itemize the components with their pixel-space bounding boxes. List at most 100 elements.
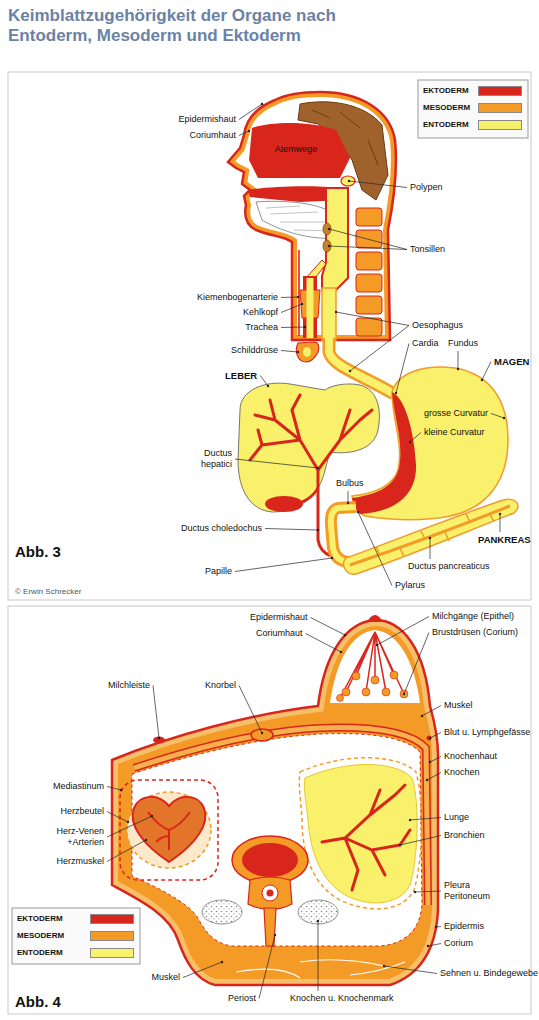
torso-section (342, 688, 350, 696)
leader-line (153, 686, 159, 739)
head-section (356, 208, 382, 226)
leader-line (336, 312, 409, 326)
torso-section (390, 671, 398, 679)
leader-dot (409, 819, 411, 821)
part-label: Blut u. Lymphgefässe (444, 727, 530, 738)
leader-dot (261, 103, 263, 105)
leader-line (281, 297, 298, 299)
legend-frame (12, 908, 140, 964)
head-section (266, 206, 330, 231)
torso-section (337, 671, 409, 702)
torso-section (148, 812, 190, 850)
part-label: Tonsillen (410, 244, 445, 255)
torso-section (202, 900, 242, 924)
legend-label: EKTODERM (423, 85, 469, 97)
copyright-note: © Erwin Schrecker (15, 586, 81, 597)
part-label: Periost (228, 993, 256, 1004)
legend-label: ENTODERM (423, 119, 469, 131)
leader-line (259, 935, 275, 999)
leader-dot (301, 303, 303, 305)
leader-line (349, 181, 407, 188)
leader-line (107, 840, 146, 862)
part-label: grosse Curvatur (424, 408, 488, 419)
leader-dot (349, 370, 351, 372)
abdomen-section (331, 507, 356, 562)
part-label: Knorbel (205, 680, 236, 691)
leader-line (400, 836, 441, 846)
head-section (323, 223, 331, 235)
legend-swatch (478, 120, 522, 130)
leader-line (265, 529, 318, 531)
leader-dot (403, 693, 405, 695)
part-label: Brustdrüsen (Corium) (432, 627, 518, 638)
abdomen-section (331, 507, 356, 562)
head-section (356, 230, 382, 248)
part-label: Polypen (410, 182, 443, 193)
leader-dot (457, 368, 459, 370)
torso-section (322, 785, 410, 890)
leader-line (427, 773, 441, 781)
head-section (303, 347, 311, 357)
part-label: Milchleiste (108, 680, 150, 691)
torso-section (352, 672, 360, 680)
part-label: Knochen (444, 767, 480, 778)
part-label: Knochen u. Knochenmark (290, 993, 394, 1004)
part-label: Milchgänge (Epithel) (432, 611, 514, 622)
head-section (356, 274, 382, 292)
part-label: Bronchien (444, 830, 485, 841)
torso-section (127, 792, 211, 868)
head-section (307, 278, 314, 338)
leader-line (422, 706, 441, 717)
torso-section (242, 843, 298, 877)
head-section (322, 288, 336, 340)
leader-line (311, 618, 345, 636)
leader-line (358, 512, 392, 586)
part-label: Coriumhaut (189, 130, 236, 141)
part-label: Oesophagus (412, 320, 463, 331)
abdomen-section (265, 496, 303, 512)
head-section (228, 92, 396, 362)
leader-dot (328, 245, 330, 247)
leader-line (350, 326, 409, 372)
head-section (356, 252, 382, 270)
part-label: Herz-Venen +Arterien (46, 826, 104, 848)
torso-section (262, 885, 278, 901)
torso-section (248, 877, 292, 910)
legend-swatch (90, 948, 134, 958)
leader-line (107, 787, 121, 791)
leader-line (107, 816, 152, 837)
torso-section (298, 900, 338, 924)
leader-line (500, 514, 501, 532)
organ-name: PANKREAS (478, 534, 531, 545)
figure-number: Abb. 4 (15, 993, 61, 1010)
leader-dot (414, 891, 416, 893)
part-label: Mediastinum (53, 781, 104, 792)
part-label: Ductus hepatici (201, 448, 232, 470)
head-section (356, 208, 382, 336)
part-label: Lunge (444, 812, 469, 823)
legend-label: ENTODERM (17, 947, 63, 959)
leader-dot (499, 513, 501, 515)
leader-line (239, 131, 249, 136)
leader-dot (348, 180, 350, 182)
torso-section (236, 960, 405, 978)
leader-dot (427, 945, 429, 947)
leader-line (235, 558, 332, 572)
leader-dot (127, 821, 129, 823)
leader-dot (395, 392, 397, 394)
torso-section (337, 695, 344, 702)
torso-section (153, 737, 165, 744)
leader-line (404, 633, 429, 695)
leader-dot (274, 934, 276, 936)
part-label: Pylarus (395, 580, 425, 591)
leader-dot (503, 417, 505, 419)
abdomen-section (250, 395, 372, 470)
legend-label: MESODERM (17, 930, 64, 942)
leader-line (260, 376, 268, 387)
part-label: Epidermishaut (178, 114, 236, 125)
part-label: Ductus choledochus (181, 523, 262, 534)
torso-section (362, 688, 370, 696)
torso-section (112, 615, 438, 985)
torso-section (330, 630, 420, 703)
leader-dot (151, 815, 153, 817)
